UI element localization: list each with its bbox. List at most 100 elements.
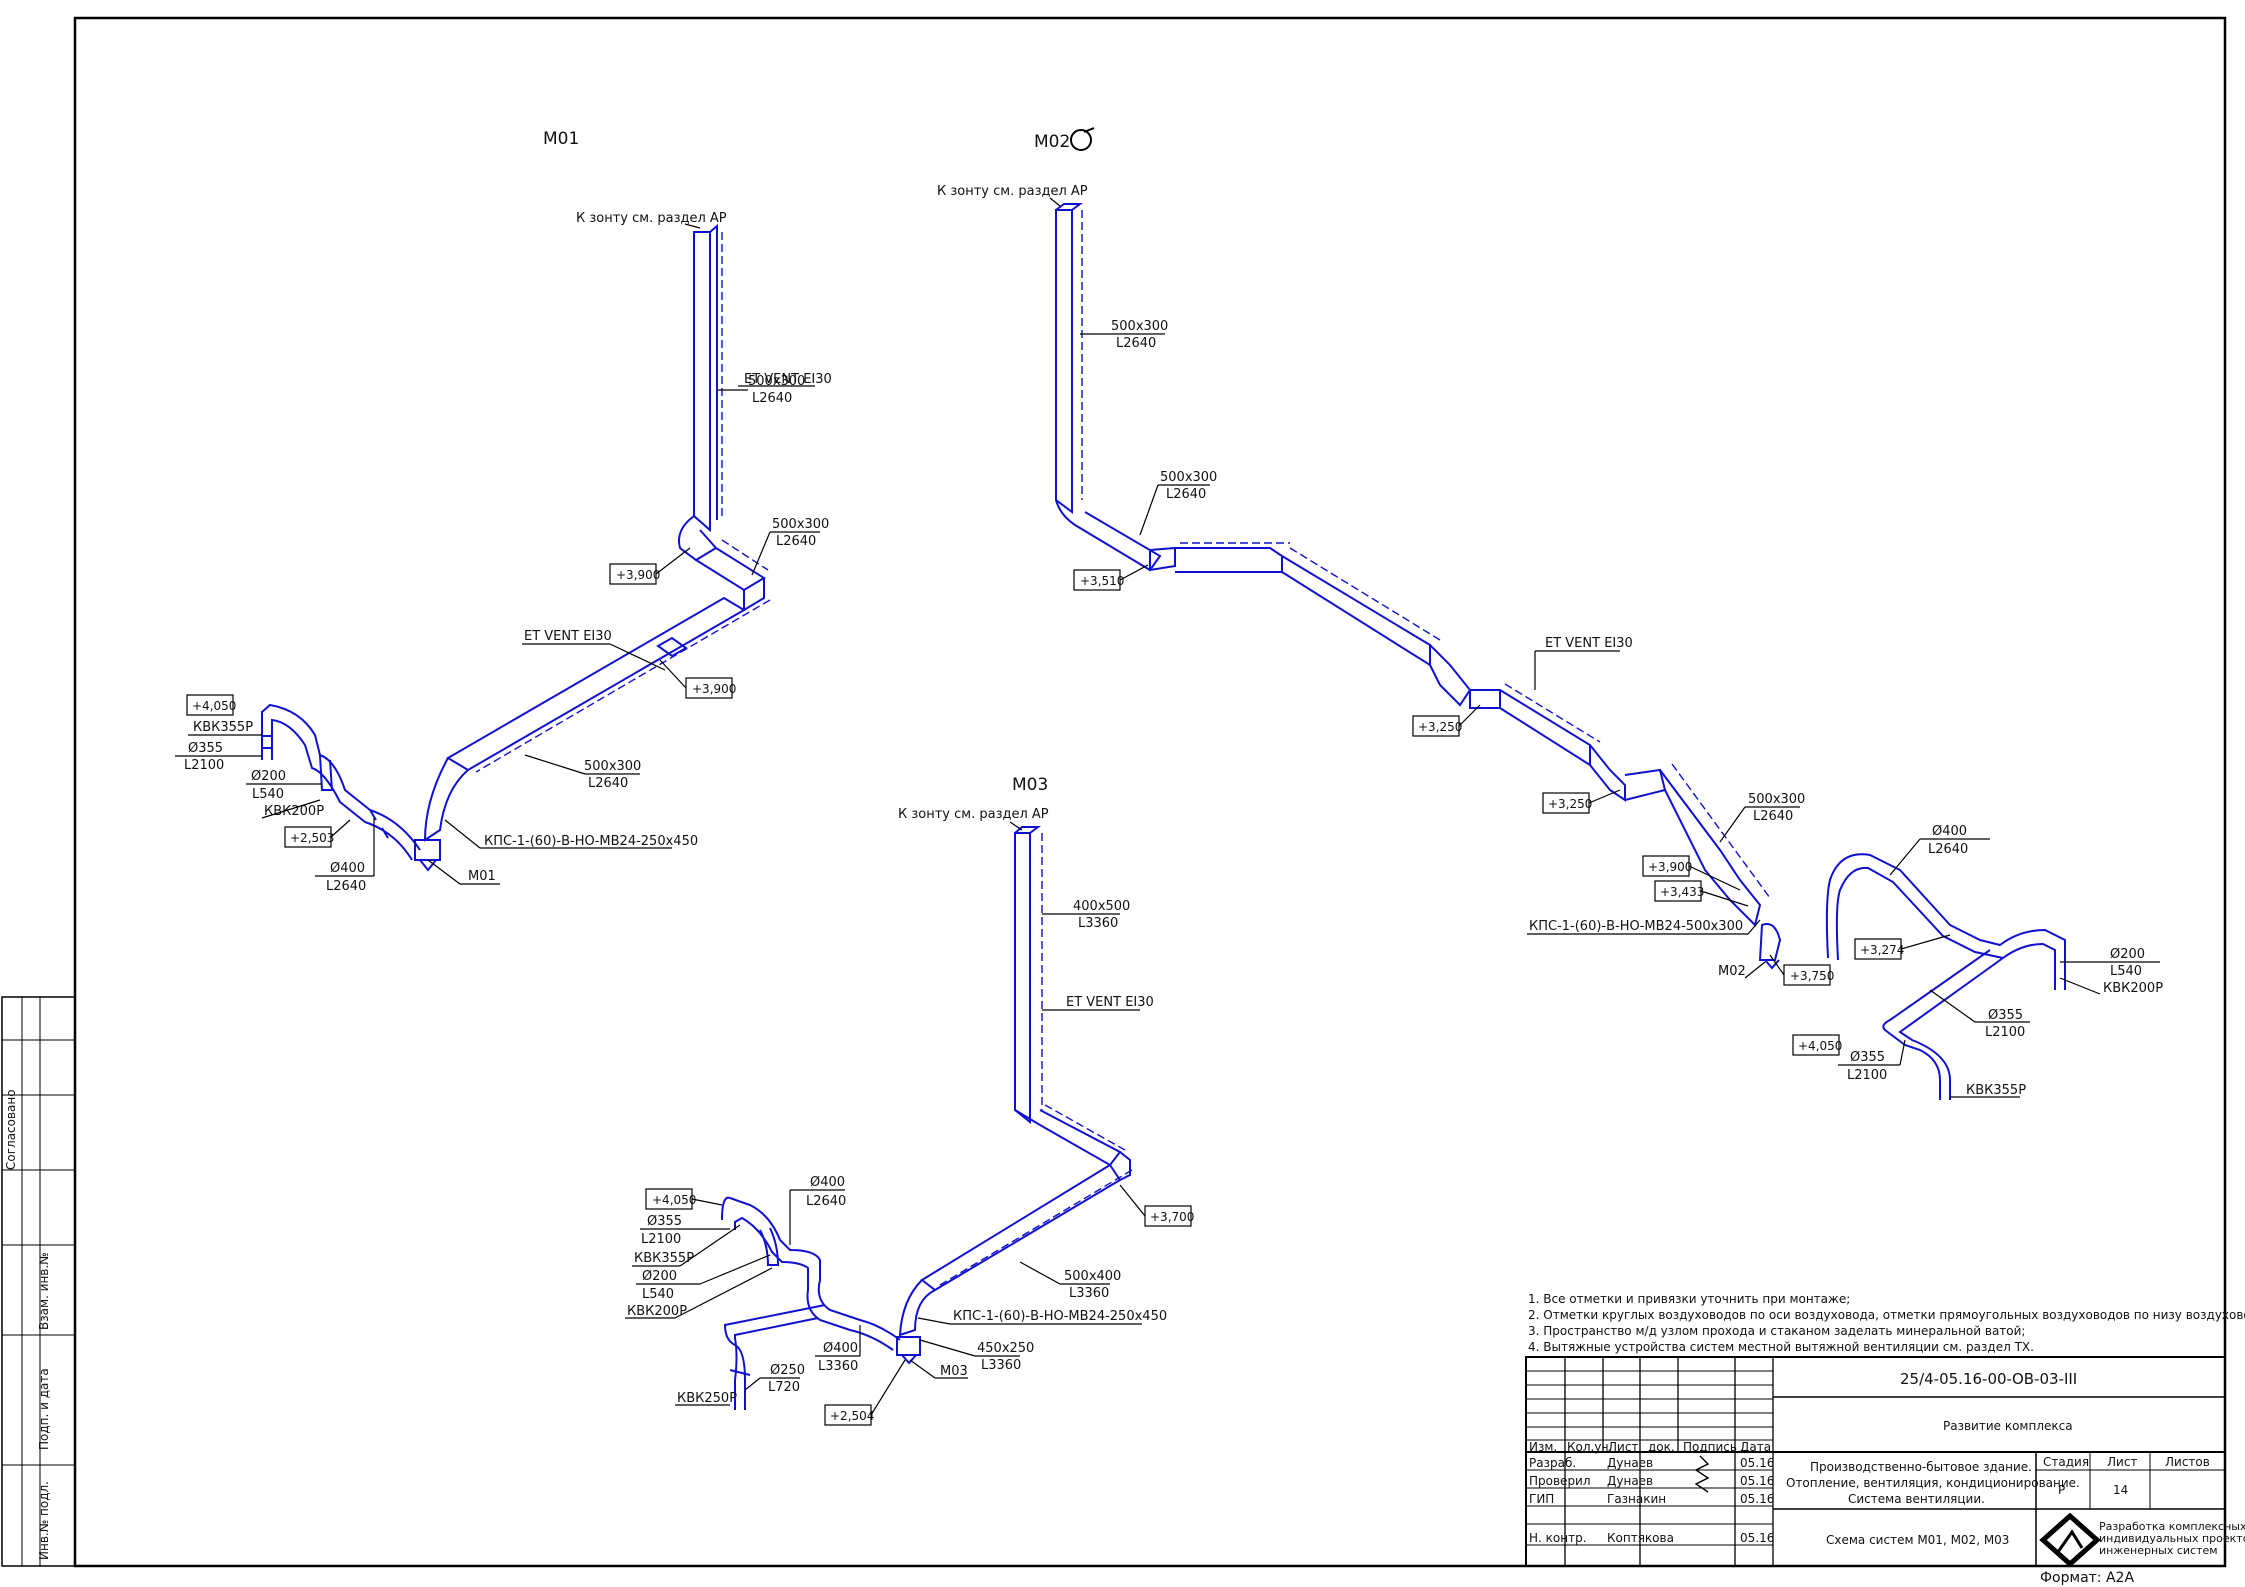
drawing-label: +3,250 <box>1548 797 1592 811</box>
stamp-agreed: Согласовано <box>4 1089 18 1170</box>
m01-duct-riser <box>693 223 718 533</box>
drawing-label: 450х250 <box>977 1341 1034 1356</box>
drawing-label: L2640 <box>326 879 366 894</box>
drawing-label: Ø250 <box>770 1363 805 1378</box>
drawing-label: Изм. <box>1529 1440 1557 1454</box>
drawing-label: 05.16 <box>1740 1474 1774 1488</box>
drawing-label: Ø400 <box>823 1341 858 1356</box>
m01-duct-elbow <box>678 515 718 562</box>
m03-duct-riser <box>1014 826 1041 1125</box>
drawing-label: +3,510 <box>1080 574 1124 588</box>
outer-frame <box>73 16 2227 1568</box>
m01-hood-label: К зонту см. раздел АР <box>576 211 727 226</box>
drawing-label: +3,433 <box>1660 885 1704 899</box>
drawing-label: +3,274 <box>1860 943 1904 957</box>
side-stamp: Согласовано Взам. инв.№ Подп. и дата Инв… <box>1 996 76 1567</box>
drawing-label: L2640 <box>752 391 792 406</box>
drawing-label: L2100 <box>184 758 224 773</box>
drawing-label: Разработка комплексных <box>2099 1520 2245 1533</box>
m02-round-pipes <box>1825 853 2066 990</box>
drawing-label: 500х300 <box>584 759 641 774</box>
drawing-label: +4,050 <box>652 1193 696 1207</box>
drawing-label: L540 <box>2110 964 2142 979</box>
drawing-label: +4,050 <box>192 699 236 713</box>
drawing-label: Ø400 <box>330 861 365 876</box>
drawing-label: L3360 <box>1069 1286 1109 1301</box>
m02-duct-main <box>1281 555 1431 667</box>
m02-damper <box>1758 923 1782 970</box>
drawing-label: +2,503 <box>290 831 334 845</box>
drawing-label: Ø200 <box>251 769 286 784</box>
drawing-label: ET VENT EI30 <box>1545 636 1633 651</box>
drawing-label: L2640 <box>1753 809 1793 824</box>
drawing-label: КВК200Р <box>264 804 324 819</box>
drawing-label: К зонту см. раздел АР <box>898 807 1049 822</box>
drawing-label: L2100 <box>1847 1068 1887 1083</box>
m02-rotation-icon <box>1070 129 1092 151</box>
drawing-label: Производственно-бытовое здание. <box>1810 1460 2032 1474</box>
drawing-label: Ø355 <box>1988 1008 2023 1023</box>
m01-title: М01 <box>543 129 579 149</box>
drawing-label: Ø355 <box>188 741 223 756</box>
drawing-label: 500х400 <box>1064 1269 1121 1284</box>
drawing-label: L2640 <box>1116 336 1156 351</box>
drawing-label: L2640 <box>1166 487 1206 502</box>
drawing-label: +2,504 <box>830 1409 874 1423</box>
drawing-label: 500х300 <box>1160 470 1217 485</box>
drawing-label: Отопление, вентиляция, кондиционирование… <box>1786 1476 2080 1490</box>
drawing-label: М03 <box>940 1364 968 1379</box>
drawing-label: Дунаев <box>1607 1474 1653 1488</box>
drawing-label: +3,250 <box>1418 720 1462 734</box>
drawing-label: Ø400 <box>1932 824 1967 839</box>
drawing-label: К зонту см. раздел АР <box>937 184 1088 199</box>
m03-damper <box>896 1336 921 1365</box>
drawing-name: Схема систем М01, М02, М03 <box>1826 1533 2009 1547</box>
drawing-label: КВК200Р <box>2103 981 2163 996</box>
stamp-inv: Инв.№ подл. <box>37 1481 51 1560</box>
drawing-label: КВК250Р <box>677 1391 737 1406</box>
drawing-label: Кол.уч. <box>1567 1440 1612 1454</box>
drawing-label: L540 <box>642 1287 674 1302</box>
drawing-label: Дата <box>1740 1440 1771 1454</box>
title-block: 25/4-05.16-00-ОВ-03-III Развитие комплек… <box>1525 1356 2245 1586</box>
drawing-label: Ø200 <box>642 1269 677 1284</box>
drawing-label: ET VENT EI30 <box>1066 995 1154 1010</box>
stamp-replaced: Взам. инв.№ <box>37 1252 51 1330</box>
drawing-label: Листов <box>2165 1455 2210 1469</box>
drawing-label: КВК355Р <box>1966 1083 2026 1098</box>
drawing-label: L2100 <box>641 1232 681 1247</box>
drawing-label: Разраб. <box>1529 1456 1576 1470</box>
drawing-label: М02 <box>1718 964 1746 979</box>
drawing-label: Стадия <box>2043 1455 2089 1469</box>
drawing-label: L2640 <box>776 534 816 549</box>
doc-code: 25/4-05.16-00-ОВ-03-III <box>1900 1370 2077 1388</box>
note-4: 4. Вытяжные устройства систем местной вы… <box>1528 1340 2034 1354</box>
m02-duct-riser <box>1055 203 1083 514</box>
drawing-label: индивидуальных проектов <box>2099 1532 2245 1545</box>
drawing-label: Ø200 <box>2110 947 2145 962</box>
drawing-label: +3,900 <box>692 682 736 696</box>
m02-duct-h <box>1175 547 1283 573</box>
drawing-label: 14 <box>2113 1483 2128 1497</box>
drawing-label: ET VENT EI30 <box>744 372 832 387</box>
drawing-label: Н. контр. <box>1529 1531 1587 1545</box>
drawing-label: L540 <box>252 787 284 802</box>
drawing-label: L2640 <box>806 1194 846 1209</box>
drawing-label: Подпись <box>1683 1440 1737 1454</box>
format-label: Формат: А2А <box>2040 1570 2134 1586</box>
drawing-label: Р <box>2058 1483 2065 1497</box>
drawing-label: +3,750 <box>1790 969 1834 983</box>
drawing-label: 05.16 <box>1740 1531 1774 1545</box>
drawing-label: КПС-1-(60)-В-НО-МВ24-250х450 <box>484 834 698 849</box>
m03-round-pipes <box>721 1196 901 1341</box>
drawing-label: L2640 <box>1928 842 1968 857</box>
drawing-label: Ø400 <box>810 1175 845 1190</box>
drawing-label: L3360 <box>1078 916 1118 931</box>
signature-mark <box>1694 1455 1710 1493</box>
note-2: 2. Отметки круглых воздуховодов по оси в… <box>1528 1308 2245 1322</box>
drawing-label: 500х300 <box>1111 319 1168 334</box>
drawing-label: L3360 <box>981 1358 1021 1373</box>
drawing-label: док. <box>1648 1440 1675 1454</box>
drawing-label: КПС-1-(60)-В-НО-МВ24-250х450 <box>953 1309 1167 1324</box>
drawing-label: L3360 <box>818 1359 858 1374</box>
